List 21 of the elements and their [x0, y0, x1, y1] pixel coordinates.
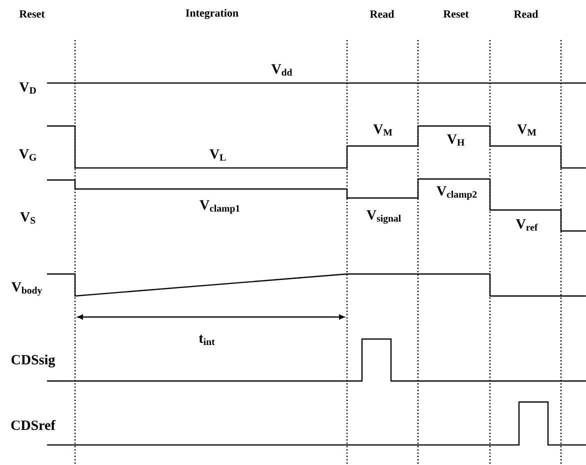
signal-label: CDSsig: [12, 354, 56, 368]
phase-label: Integration: [186, 8, 238, 20]
signal-label: V$_{G}$: [19, 149, 36, 161]
level-label: V$_{L}$: [210, 149, 226, 161]
signal-label: V$_{D}$: [19, 82, 36, 94]
level-label: V$_{M}$: [517, 124, 536, 136]
phase-label: Read: [370, 10, 394, 18]
phase-label: Read: [514, 10, 538, 18]
dimension-label: t$_{int}$: [198, 334, 215, 346]
level-label: V$_{clamp1}$: [200, 200, 240, 214]
level-label: V$_{ref}$: [516, 219, 538, 231]
phase-label: Reset: [19, 10, 45, 18]
level-label: V$_{dd}$: [271, 64, 292, 76]
signal-label: V$_{body}$: [12, 282, 42, 296]
level-label: V$_{M}$: [373, 124, 392, 136]
signal-label: CDSref: [11, 420, 56, 430]
level-label: V$_{signal}$: [366, 210, 401, 224]
level-label: V$_{clamp2}$: [436, 186, 477, 200]
level-label: V$_{H}$: [447, 134, 464, 146]
phase-label: Reset: [443, 10, 469, 18]
signal-label: V$_{S}$: [20, 212, 36, 224]
